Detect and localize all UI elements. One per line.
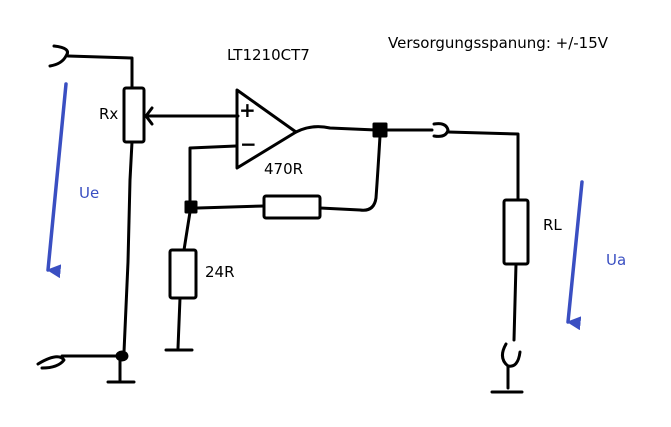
output-terminal-bottom xyxy=(501,342,522,368)
junction-feedback xyxy=(184,200,198,214)
ua-label: Ua xyxy=(606,251,627,269)
junction-input-ground xyxy=(115,350,129,362)
rx-potentiometer xyxy=(122,86,146,144)
wire-to-rl xyxy=(446,130,520,202)
r-ground-label: 24R xyxy=(205,263,235,281)
output-terminal-top xyxy=(432,122,450,138)
opamp-minus-label: − xyxy=(240,132,257,156)
resistor-24r xyxy=(168,248,198,300)
wire-feedback-down xyxy=(318,134,382,212)
ue-label: Ue xyxy=(79,184,100,202)
opamp-triangle xyxy=(235,88,298,170)
ua-arrow xyxy=(566,180,584,331)
input-terminal-top xyxy=(48,44,69,68)
supply-label: Versorgungsspanung: +/-15V xyxy=(388,34,609,52)
junction-output xyxy=(372,122,388,138)
wire-node-to-24r xyxy=(182,210,192,252)
ue-arrow xyxy=(46,82,68,279)
wire-feedback-to-node xyxy=(196,204,266,210)
opamp-part-label: LT1210CT7 xyxy=(227,46,310,64)
wire-input-top xyxy=(66,54,134,90)
r-feedback-label: 470R xyxy=(264,160,304,178)
wire-rx-bottom xyxy=(122,140,134,354)
input-terminal-bottom xyxy=(36,355,66,370)
wire-opamp-output xyxy=(294,125,378,134)
resistor-rl xyxy=(502,198,530,266)
rx-wiper-arrow xyxy=(144,106,154,126)
opamp-plus-label: + xyxy=(239,98,256,122)
wire-rl-bottom xyxy=(512,262,518,342)
wire-minus-input xyxy=(188,144,238,206)
rx-label: Rx xyxy=(99,105,119,123)
wire-24r-to-ground xyxy=(176,296,182,350)
r-load-label: RL xyxy=(543,216,562,234)
resistor-470r xyxy=(262,194,322,220)
